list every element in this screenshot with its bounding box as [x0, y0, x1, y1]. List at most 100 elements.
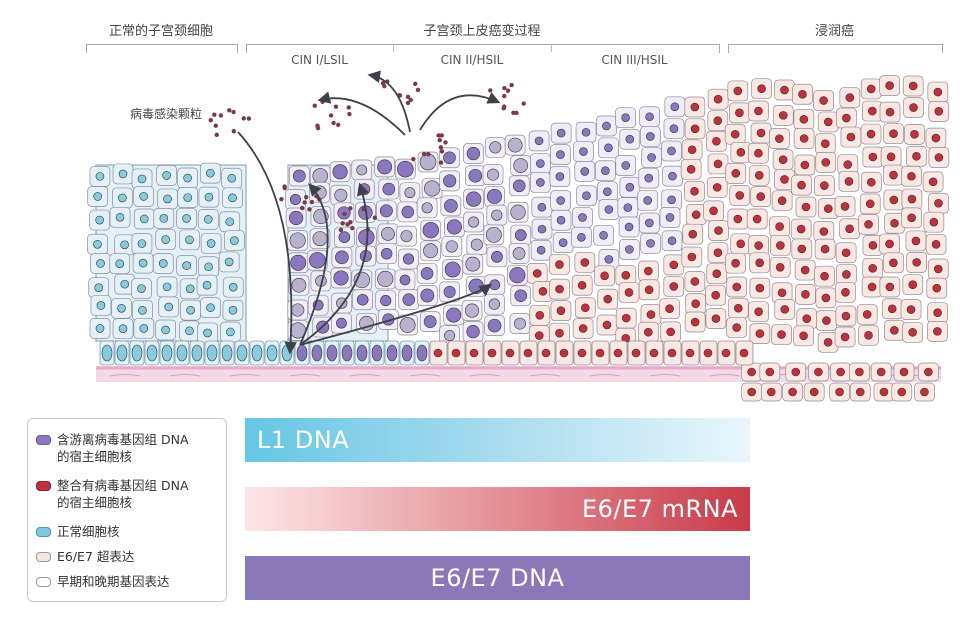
legend-label-episomal: 含游离病毒基因组 DNA 的宿主细胞核: [57, 432, 189, 464]
cell-nucleus: [138, 306, 147, 315]
cell-nucleus: [536, 178, 545, 187]
cell-nucleus: [204, 262, 213, 272]
stroma-fiber: [529, 374, 561, 377]
invasive-nucleus: [835, 387, 844, 397]
cell-nucleus: [889, 170, 898, 180]
cell-nucleus: [890, 325, 899, 335]
cell-nucleus: [96, 259, 105, 268]
l1-dna-bar: L1 DNA: [245, 418, 750, 462]
cell-nucleus: [379, 204, 393, 218]
cell-nucleus: [377, 159, 393, 175]
cell-nucleus: [908, 81, 918, 91]
cell-nucleus: [669, 124, 679, 134]
cell-nucleus: [755, 283, 765, 293]
cell-nucleus: [621, 161, 631, 170]
cell-nucleus: [798, 89, 807, 99]
cell-nucleus: [230, 236, 239, 245]
stroma-fiber: [709, 374, 741, 377]
cell-nucleus: [138, 258, 148, 268]
cell-nucleus: [139, 214, 149, 224]
cell-nucleus: [885, 81, 894, 90]
cell-nucleus: [555, 172, 565, 181]
cell-nucleus: [668, 171, 677, 181]
cell-nucleus: [799, 331, 808, 341]
cell-nucleus: [666, 327, 675, 337]
virus-particle: [328, 113, 334, 118]
cell-nucleus: [889, 195, 899, 205]
cell-nucleus: [757, 84, 766, 94]
cell-nucleus: [202, 280, 212, 290]
cell-nucleus: [691, 210, 701, 219]
virus-particle: [340, 221, 345, 226]
cell-nucleus: [338, 231, 351, 243]
cell-nucleus: [162, 282, 172, 292]
cell-nucleus: [537, 202, 547, 212]
cell-nucleus: [711, 314, 721, 323]
cell-nucleus: [756, 192, 766, 201]
virus-particle: [302, 200, 307, 205]
cell-nucleus: [736, 148, 746, 157]
virus-particle: [303, 194, 309, 200]
cell-nucleus: [933, 87, 943, 97]
cell-nucleus: [137, 174, 147, 184]
legend-swatch-gene-expression: [36, 577, 51, 587]
cell-nucleus: [868, 241, 878, 250]
cell-nucleus: [487, 318, 502, 333]
cell-nucleus: [466, 191, 482, 207]
invasive-nucleus: [876, 367, 886, 377]
cell-nucleus: [382, 182, 396, 196]
cell-nucleus: [931, 239, 941, 249]
basal-nucleus: [721, 348, 731, 358]
legend-label-e6e7-overexpression: E6/E7 超表达: [57, 549, 135, 564]
cell-nucleus: [822, 316, 831, 325]
cell-nucleus: [115, 259, 125, 268]
cell-nucleus: [690, 124, 700, 134]
invasive-nucleus: [814, 367, 823, 377]
cell-nucleus: [934, 198, 943, 208]
cell-nucleus: [356, 293, 369, 306]
cell-nucleus: [841, 248, 851, 258]
cell-nucleus: [120, 279, 130, 289]
stroma-fiber: [169, 374, 201, 377]
legend-label-integrated: 整合有病毒基因组 DNA 的宿主细胞核: [57, 478, 189, 510]
virus-particle: [408, 97, 413, 103]
cell-nucleus: [687, 252, 697, 262]
virus-particle: [436, 133, 441, 138]
virus-particle: [382, 83, 387, 89]
cell-nucleus: [778, 111, 788, 120]
stroma-fiber: [109, 374, 141, 377]
cell-nucleus: [644, 173, 654, 183]
cell-nucleus: [843, 160, 853, 169]
cell-nucleus: [823, 117, 833, 127]
virus-particle: [241, 116, 246, 121]
cell-nucleus: [464, 303, 480, 318]
cell-nucleus: [820, 271, 829, 281]
cell-nucleus: [802, 314, 812, 323]
cell-nucleus: [735, 191, 745, 200]
substage-label-cin3: CIN III/HSIL: [601, 53, 668, 67]
virus-particle: [338, 227, 344, 233]
cell-nucleus: [536, 159, 545, 168]
cell-nucleus: [820, 244, 830, 254]
cell-nucleus: [486, 168, 500, 181]
cell-nucleus: [866, 84, 876, 94]
cell-nucleus: [579, 147, 588, 156]
cell-nucleus: [601, 166, 610, 176]
cell-nucleus: [780, 85, 789, 95]
cell-nucleus: [402, 253, 415, 265]
cell-nucleus: [185, 326, 194, 336]
cell-nucleus: [912, 151, 921, 161]
cell-nucleus: [95, 172, 105, 181]
cell-nucleus: [889, 258, 898, 268]
basal-nucleus: [451, 348, 461, 358]
virus-particle: [212, 112, 217, 117]
basal-nucleus: [505, 348, 515, 358]
cell-nucleus: [600, 271, 609, 281]
cell-nucleus: [644, 266, 653, 276]
cell-nucleus: [885, 239, 894, 249]
cell-nucleus: [754, 148, 763, 158]
infection-arrow: [317, 91, 406, 136]
invasive-nucleus: [836, 367, 845, 377]
cell-nucleus: [117, 304, 126, 313]
cell-nucleus: [820, 139, 830, 149]
